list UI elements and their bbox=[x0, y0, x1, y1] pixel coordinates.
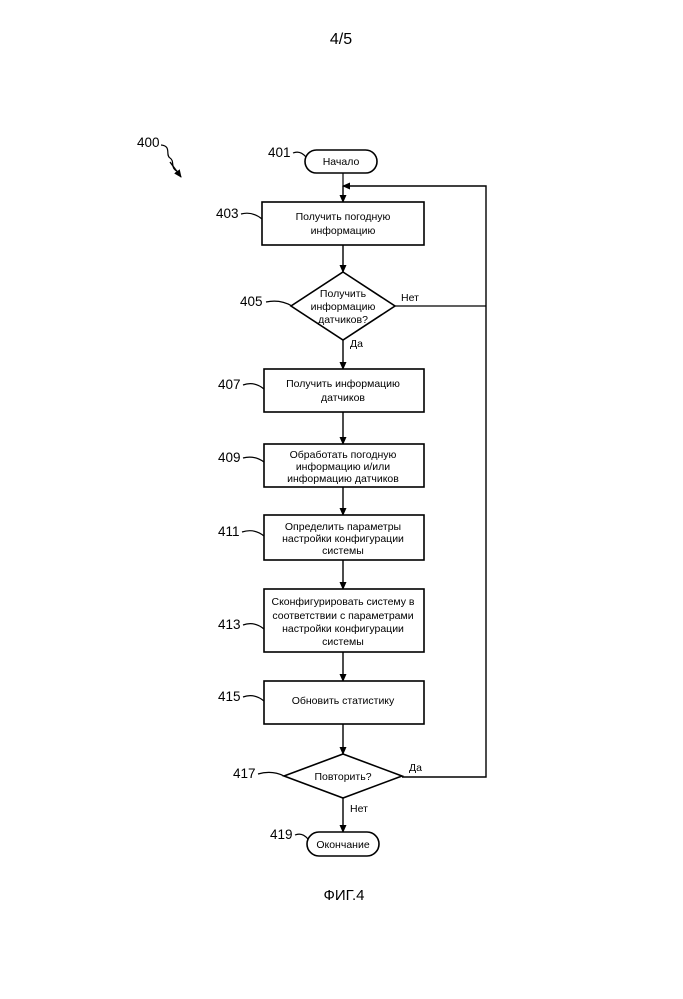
end-label: Окончание bbox=[316, 839, 369, 851]
figure-caption: ФИГ.4 bbox=[324, 887, 365, 904]
ref-403: 403 bbox=[216, 206, 239, 221]
ref-413: 413 bbox=[218, 617, 241, 632]
ref-407-leader bbox=[243, 384, 264, 389]
ref-417-leader bbox=[258, 772, 284, 776]
get-weather-label-line1: Получить погодную bbox=[296, 211, 391, 223]
process-get-weather bbox=[262, 202, 424, 245]
ref-417: 417 bbox=[233, 766, 256, 781]
edge-label-sensors-no: Нет bbox=[401, 292, 419, 304]
ref-405-leader bbox=[266, 301, 292, 306]
process-label-line3: информацию датчиков bbox=[287, 473, 399, 485]
ref-419-leader bbox=[295, 834, 308, 839]
decision-sensors-line3: датчиков? bbox=[318, 314, 368, 326]
decision-sensors-line1: Получить bbox=[320, 288, 367, 300]
ref-415-leader bbox=[243, 696, 264, 701]
ref-409: 409 bbox=[218, 450, 241, 465]
figure-ref-arrow bbox=[170, 162, 181, 177]
get-weather-label-line2: информацию bbox=[311, 225, 376, 237]
ref-403-leader bbox=[241, 213, 262, 219]
ref-407: 407 bbox=[218, 377, 241, 392]
ref-409-leader bbox=[243, 457, 264, 462]
configure-label-line3: настройки конфигурации bbox=[282, 623, 404, 635]
get-sensors-label-line2: датчиков bbox=[321, 392, 365, 404]
configure-label-line1: Сконфигурировать систему в bbox=[271, 596, 414, 608]
determine-label-line2: настройки конфигурации bbox=[282, 533, 404, 545]
ref-413-leader bbox=[243, 624, 264, 629]
ref-411: 411 bbox=[218, 524, 240, 539]
determine-label-line3: системы bbox=[322, 545, 364, 557]
ref-401: 401 bbox=[268, 145, 291, 160]
ref-401-leader bbox=[293, 152, 306, 157]
figure-ref-400: 400 bbox=[137, 135, 160, 150]
edge-label-repeat-no: Нет bbox=[350, 803, 368, 815]
decision-sensors-line2: информацию bbox=[311, 301, 376, 313]
start-label: Начало bbox=[323, 156, 360, 168]
ref-419: 419 bbox=[270, 827, 293, 842]
process-get-sensors bbox=[264, 369, 424, 412]
edge-label-repeat-yes: Да bbox=[409, 762, 422, 774]
ref-415: 415 bbox=[218, 689, 241, 704]
edge-label-sensors-yes: Да bbox=[350, 338, 363, 350]
decision-repeat-label: Повторить? bbox=[314, 771, 371, 783]
ref-405: 405 bbox=[240, 294, 263, 309]
ref-411-leader bbox=[242, 531, 264, 536]
process-label-line1: Обработать погодную bbox=[290, 449, 397, 461]
update-label: Обновить статистику bbox=[292, 695, 395, 707]
get-sensors-label-line1: Получить информацию bbox=[286, 378, 400, 390]
process-label-line2: информацию и/или bbox=[296, 461, 390, 473]
page-number: 4/5 bbox=[330, 31, 352, 48]
determine-label-line1: Определить параметры bbox=[285, 521, 401, 533]
configure-label-line4: системы bbox=[322, 636, 364, 648]
configure-label-line2: соответствии с параметрами bbox=[272, 610, 413, 622]
